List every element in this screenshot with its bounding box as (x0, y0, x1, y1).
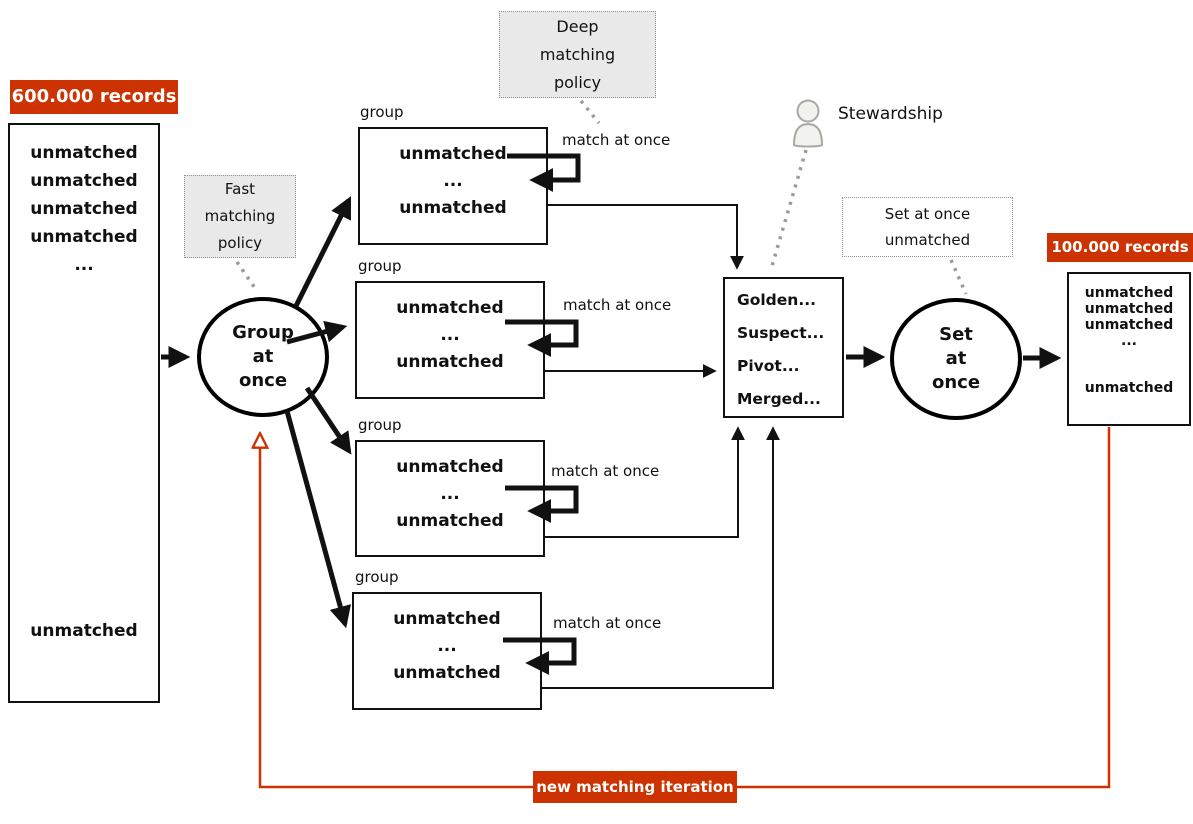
match-at-once-label: match at once (563, 296, 672, 314)
deep-matching-policy-label: Deep matching policy (539, 16, 616, 92)
group-record-row: unmatched (396, 511, 504, 531)
group-box: unmatched ... unmatched (355, 440, 545, 557)
group-at-once-label: Group at once (232, 322, 294, 391)
match-at-once-label: match at once (553, 614, 662, 632)
group-at-once-node: Group at once (197, 297, 329, 417)
group-box: unmatched ... unmatched (355, 281, 545, 399)
match-at-once-label: match at once (562, 131, 671, 149)
dotted-set-note-connector (949, 259, 968, 295)
record-row-ellipsis: ... (74, 255, 94, 275)
group-record-row: unmatched (399, 144, 507, 164)
stewardship-person-icon (786, 98, 830, 148)
deep-matching-policy-note: Deep matching policy (499, 11, 656, 98)
group-record-row: unmatched (396, 457, 504, 477)
group-record-ellipsis: ... (440, 325, 460, 345)
group-caption: group (358, 257, 402, 275)
record-row: unmatched (30, 199, 138, 219)
fast-matching-policy-note: Fast matching policy (184, 175, 296, 258)
fast-matching-policy-label: Fast matching policy (204, 180, 276, 252)
record-row: unmatched (30, 143, 138, 163)
record-row: unmatched (1084, 301, 1174, 317)
record-row: unmatched (1084, 285, 1174, 301)
group-record-row: unmatched (396, 352, 504, 372)
group-box: unmatched ... unmatched (358, 127, 548, 245)
record-row: unmatched (30, 621, 138, 641)
set-at-once-label: Set at once (931, 324, 981, 393)
result-records-box: unmatched unmatched unmatched ... unmatc… (1067, 272, 1191, 426)
arrow-group-split-1 (293, 196, 352, 308)
group-record-ellipsis: ... (437, 636, 457, 656)
record-row: unmatched (30, 171, 138, 191)
golden-row: Golden... (737, 291, 816, 309)
group-caption: group (360, 103, 404, 121)
record-row-ellipsis: ... (1121, 333, 1137, 349)
dotted-stewardship-connector (770, 149, 808, 267)
arrow-group3-to-golden (545, 426, 745, 538)
source-records-box: unmatched unmatched unmatched unmatched … (8, 123, 160, 703)
golden-row: Pivot... (737, 357, 800, 375)
record-row: unmatched (1084, 380, 1174, 396)
source-records-badge: 600.000 records (10, 80, 178, 114)
group-record-row: unmatched (393, 663, 501, 683)
group-record-ellipsis: ... (440, 484, 460, 504)
record-row: unmatched (30, 227, 138, 247)
record-row: unmatched (1084, 317, 1174, 333)
result-records-badge: 100.000 records (1047, 233, 1193, 262)
group-box: unmatched ... unmatched (352, 592, 542, 710)
arrow-group-split-3 (304, 386, 352, 455)
group-record-ellipsis: ... (443, 171, 463, 191)
set-at-once-note-label: Set at once unmatched (884, 205, 971, 249)
stewardship-label: Stewardship (838, 104, 943, 124)
new-matching-iteration-badge: new matching iteration (533, 771, 737, 803)
group-record-row: unmatched (399, 198, 507, 218)
set-at-once-node: Set at once (890, 298, 1022, 420)
arrow-group-split-4 (284, 410, 351, 629)
group-caption: group (355, 568, 399, 586)
dotted-deep-policy-connector (579, 99, 601, 125)
golden-records-box: Golden... Suspect... Pivot... Merged... (723, 277, 844, 418)
arrow-group1-to-golden (548, 204, 744, 270)
golden-row: Merged... (737, 390, 821, 408)
dotted-fast-policy-connector (235, 261, 259, 292)
group-record-row: unmatched (396, 298, 504, 318)
match-at-once-label: match at once (551, 462, 660, 480)
group-caption: group (358, 416, 402, 434)
golden-row: Suspect... (737, 324, 825, 342)
set-at-once-note: Set at once unmatched (842, 197, 1013, 257)
group-record-row: unmatched (393, 609, 501, 629)
